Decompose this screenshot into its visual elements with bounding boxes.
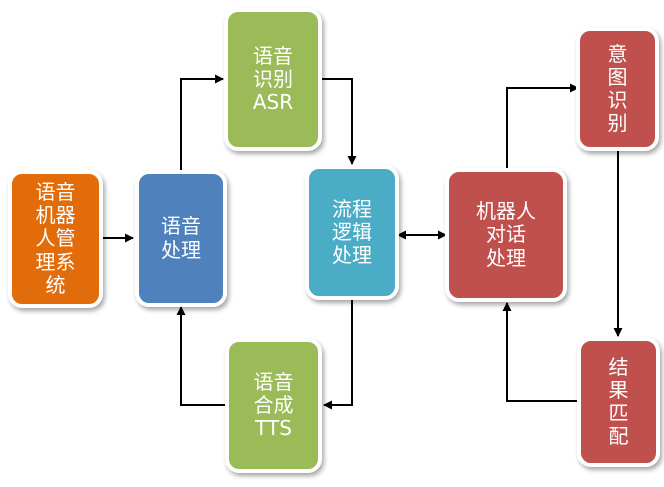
node-management-system: 语音 机器 人管 理系 统 [8,170,103,308]
edge-dialog-to-intent [506,83,579,170]
node-intent-recognition-label: 意 图 识 别 [607,41,628,136]
node-flow-logic-label: 流程 逻辑 处理 [332,196,372,268]
node-result-matching-label: 结 果 匹 配 [608,354,629,449]
edge-flow-to-tts [323,300,353,410]
node-tts: 语音 合成 TTS [225,338,322,473]
node-result-matching: 结 果 匹 配 [577,337,660,467]
node-dialog-processing: 机器人 对话 处理 [445,168,567,302]
edge-processing-to-asr [180,74,224,170]
node-intent-recognition: 意 图 识 别 [576,27,659,151]
node-flow-logic: 流程 逻辑 处理 [305,165,399,300]
node-dialog-processing-label: 机器人 对话 处理 [476,199,536,270]
node-asr-label: 语音 识别 ASR [252,43,294,115]
node-speech-processing: 语音 处理 [135,170,227,307]
node-management-system-label: 语音 机器 人管 理系 统 [35,180,76,297]
node-asr: 语音 识别 ASR [224,8,322,151]
edge-match-to-dialog [502,302,578,402]
edge-asr-to-flow [321,78,357,165]
node-speech-processing-label: 语音 处理 [161,214,201,262]
edge-tts-to-processing [176,306,226,406]
node-tts-label: 语音 合成 TTS [253,369,294,441]
